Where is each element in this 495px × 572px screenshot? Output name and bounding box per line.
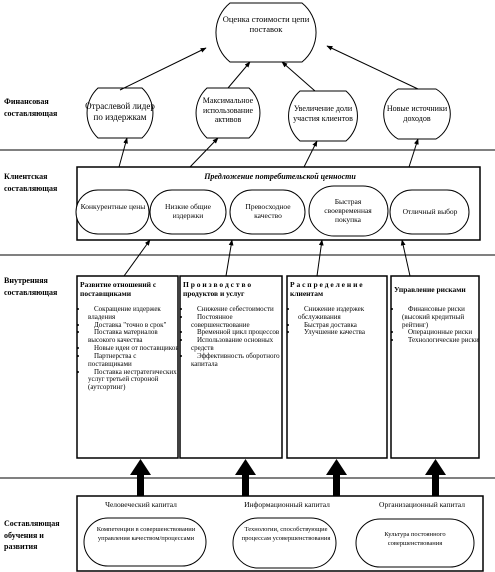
internal-box <box>76 275 179 459</box>
capital-detail: Компетенции в совершенствовании управлен… <box>96 526 196 542</box>
financial-goal-text: Максимальное использование активов <box>202 96 254 125</box>
internal-item: Временной цикл процессов <box>191 329 285 337</box>
arrow-connector <box>281 61 316 92</box>
capital-oval <box>355 518 475 568</box>
thick-arrows <box>130 459 446 497</box>
thick-arrow-shaft <box>137 475 144 497</box>
section-label-client: Клиентская составляющая <box>4 172 58 193</box>
internal-item: Сокращение издержек владения <box>88 305 180 322</box>
internal-item-list: Финансовые риски (высокий кредитный рейт… <box>394 305 482 345</box>
client-item-oval <box>389 189 470 235</box>
thick-arrow-head <box>425 459 446 475</box>
financial-goal-oval <box>383 88 451 140</box>
internal-box <box>390 275 480 459</box>
capital-name: Информационный капитал <box>244 500 330 509</box>
internal-item-list: Снижение издержек обслуживания Быстрая д… <box>290 305 390 337</box>
thick-arrow-shaft <box>333 475 340 497</box>
financial-goal-oval <box>86 87 154 139</box>
arrow-connector <box>303 140 318 168</box>
financial-goal-oval <box>288 90 358 142</box>
thick-arrow-head <box>130 459 151 475</box>
financial-goal-text: Отраслевой лидер по издержкам <box>85 101 155 122</box>
internal-item: Снижение издержек обслуживания <box>298 305 390 322</box>
financial-goal-oval <box>195 87 261 139</box>
internal-item: Операционные риски <box>402 329 482 337</box>
capital-name: Организационный капитал <box>379 500 465 509</box>
arrow-connector <box>400 239 411 277</box>
internal-box <box>286 275 388 459</box>
client-value-title: Предложение потребительской ценности <box>204 172 356 181</box>
arrow-connector <box>189 137 219 168</box>
arrow-connector <box>225 239 234 277</box>
internal-box-title: Р а с п р е д е л е н и е клиентам <box>290 280 363 299</box>
arrow-connector <box>316 239 324 277</box>
client-item-text: Конкурентные цены <box>80 202 146 211</box>
internal-box-title: Развитие отношений с поставщиками <box>80 280 157 299</box>
internal-box-title: Управление рисками <box>394 285 466 294</box>
financial-goal-text: Новые источники доходов <box>386 104 448 123</box>
internal-item: Постоянное совершенствование <box>191 313 285 330</box>
arrow-connector <box>123 239 151 277</box>
thick-arrow-shaft <box>432 475 439 497</box>
internal-item: Эффективность оборотного капитала <box>191 352 285 369</box>
internal-item-list: Сокращение издержек владения Доставка "т… <box>80 305 180 392</box>
internal-item: Доставка "точно в срок" <box>88 321 180 330</box>
section-label-learning: Составляющая обучения и развития <box>4 519 60 552</box>
top-goal-text: Оценка стоимости цепи поставок <box>222 14 310 35</box>
financial-goal-text: Увеличение доли участия клиентов <box>293 104 353 123</box>
internal-item-list: Снижение себестоимости Постоянное соверш… <box>183 305 285 369</box>
thick-arrow-head <box>235 459 256 475</box>
internal-item: Поставка материалов высокого качества <box>88 329 180 345</box>
internal-item: Использование основных средств <box>191 336 285 353</box>
capital-detail: Технологии, способствующие процессам усо… <box>241 526 331 542</box>
client-item-text: Низкие общие издержки <box>165 202 211 220</box>
internal-item: Улучшение качества <box>298 329 390 337</box>
internal-item: Быстрая доставка <box>298 321 390 330</box>
thick-arrow-shaft <box>242 475 249 497</box>
internal-item: Финансовые риски (высокий кредитный рейт… <box>402 305 482 329</box>
internal-box <box>179 275 283 459</box>
client-item-text: Отличный выбор <box>402 207 458 216</box>
arrow-connector <box>118 137 128 168</box>
capital-oval <box>83 517 207 567</box>
client-item-text: Быстрая своевременная покупка <box>324 197 372 224</box>
client-item-oval <box>75 189 150 235</box>
client-item-oval <box>149 189 227 235</box>
internal-item: Поставка нестратегических услуг третьей … <box>88 368 180 392</box>
capital-oval <box>232 517 337 569</box>
arrow-connector <box>326 45 419 90</box>
internal-item: Новые идеи от поставщиков <box>88 344 180 353</box>
top-goal-oval <box>215 2 317 63</box>
internal-item: Технологические риски <box>402 336 482 345</box>
section-label-internal: Внутренняя составляющая <box>4 276 58 297</box>
arrow-connector <box>408 138 419 168</box>
internal-item: Снижение себестоимости <box>191 305 285 314</box>
internal-box-title: П р о и з в о д с т в о продуктов и услу… <box>183 280 252 299</box>
internal-item: Партнерства с поставщиками <box>88 352 180 369</box>
client-item-oval <box>229 189 306 235</box>
arrow-connector <box>119 47 207 91</box>
section-label-financial: Финансовая составляющая <box>4 97 58 118</box>
client-item-oval <box>308 185 389 237</box>
thick-arrow-head <box>326 459 347 475</box>
capital-detail: Культура постоянного совершенствования <box>384 531 446 547</box>
client-item-text: Превосходное качество <box>245 202 291 220</box>
capital-name: Человеческий капитал <box>105 500 177 509</box>
arrow-connector <box>227 61 251 89</box>
